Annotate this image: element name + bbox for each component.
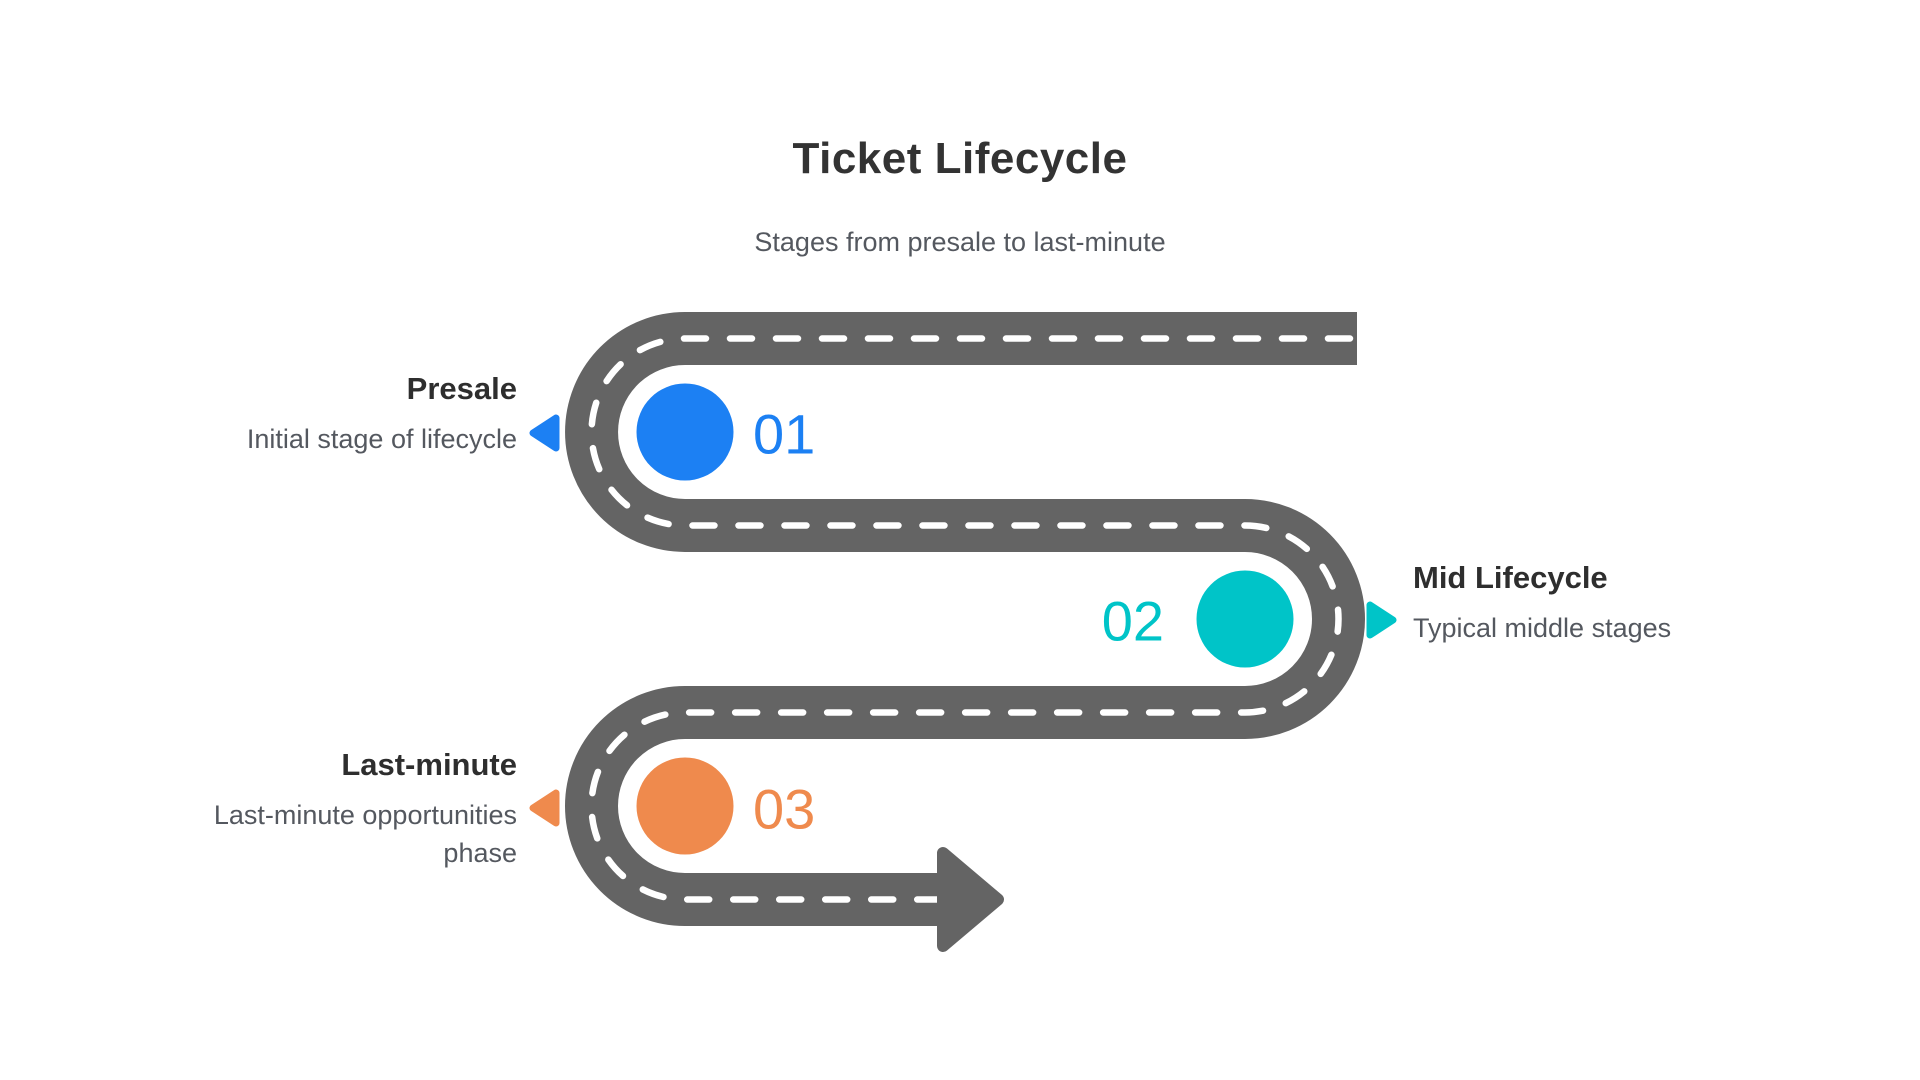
road-dash-line bbox=[588, 335, 1354, 903]
stage-2-label-block: Mid Lifecycle Typical middle stages bbox=[1413, 557, 1671, 647]
stage-1-number: 01 bbox=[753, 403, 815, 466]
stage-1-pointer-icon bbox=[529, 414, 560, 452]
stage-1-label-block: Presale Initial stage of lifecycle bbox=[247, 368, 517, 458]
stage-3-number: 03 bbox=[753, 778, 815, 841]
stage-1-circle bbox=[636, 383, 734, 481]
stage-2-description: Typical middle stages bbox=[1413, 613, 1672, 643]
stage-1-title: Presale bbox=[406, 371, 517, 406]
stage-3-description: Last-minute opportunities phase bbox=[213, 800, 517, 868]
stage-2-number: 02 bbox=[1102, 590, 1164, 653]
stage-3-label-block: Last-minute Last-minute opportunities ph… bbox=[177, 744, 517, 872]
page-subtitle: Stages from presale to last-minute bbox=[754, 227, 1166, 257]
stage-2-pointer-icon bbox=[1366, 601, 1397, 639]
stage-1-description: Initial stage of lifecycle bbox=[246, 424, 517, 454]
road-arrowhead-icon bbox=[937, 847, 1004, 952]
stage-2-circle bbox=[1196, 570, 1294, 668]
page-title: Ticket Lifecycle bbox=[792, 134, 1128, 183]
stage-3-circle bbox=[636, 757, 734, 855]
stage-3-title: Last-minute bbox=[341, 747, 517, 782]
stage-3-pointer-icon bbox=[529, 789, 560, 827]
stage-2-title: Mid Lifecycle bbox=[1413, 560, 1608, 595]
